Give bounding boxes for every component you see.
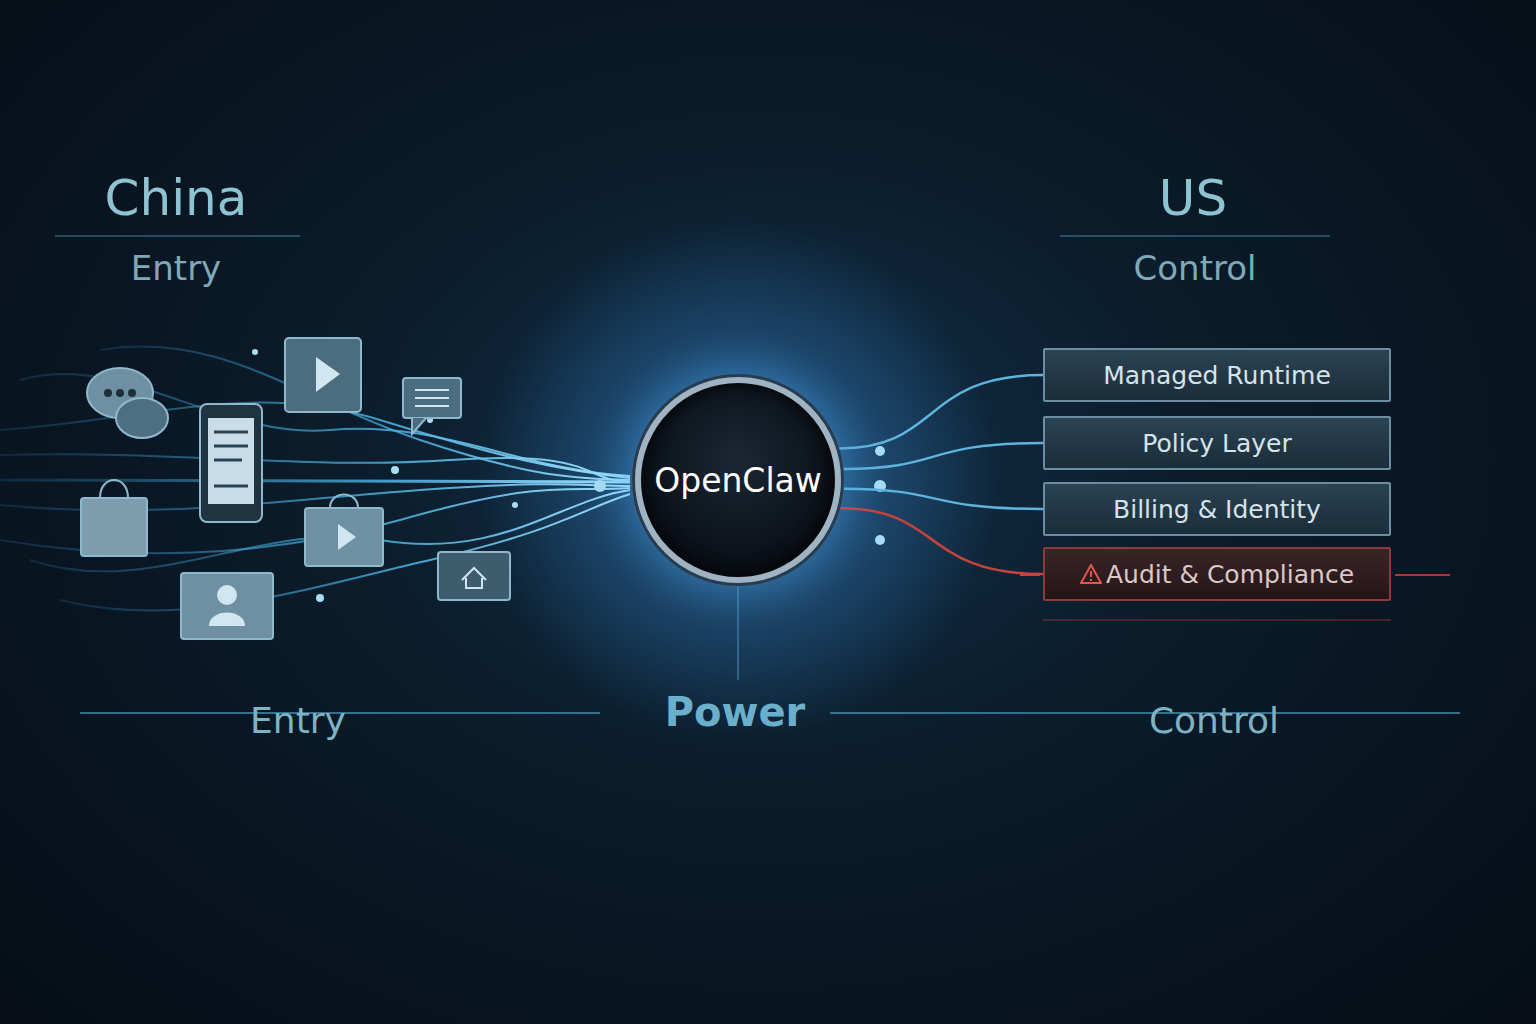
warning-icon xyxy=(1080,564,1102,584)
alert-box: Audit & Compliance xyxy=(1043,547,1391,601)
node-text: Billing & Identity xyxy=(1113,495,1321,524)
axis-label: Entry xyxy=(250,700,346,741)
core-circle: OpenClaw xyxy=(635,377,841,583)
node-text: Audit & Compliance xyxy=(1106,560,1354,589)
connector xyxy=(843,443,1043,469)
node-text: Managed Runtime xyxy=(1103,361,1331,390)
node-text: Policy Layer xyxy=(1142,429,1292,458)
connector xyxy=(839,375,1043,449)
connector xyxy=(844,489,1043,509)
axis-label: Power xyxy=(665,689,806,735)
node-text: OpenClaw xyxy=(654,461,822,500)
region-title: US xyxy=(1159,169,1227,227)
connector xyxy=(840,508,1043,574)
region-subtitle: Control xyxy=(1134,248,1257,288)
layer-box: Billing & Identity xyxy=(1043,482,1391,536)
region-subtitle: Entry xyxy=(131,248,221,288)
layer-box: Managed Runtime xyxy=(1043,348,1391,402)
region-title: China xyxy=(105,169,248,227)
axis-label: Control xyxy=(1149,700,1279,741)
layer-box: Policy Layer xyxy=(1043,416,1391,470)
